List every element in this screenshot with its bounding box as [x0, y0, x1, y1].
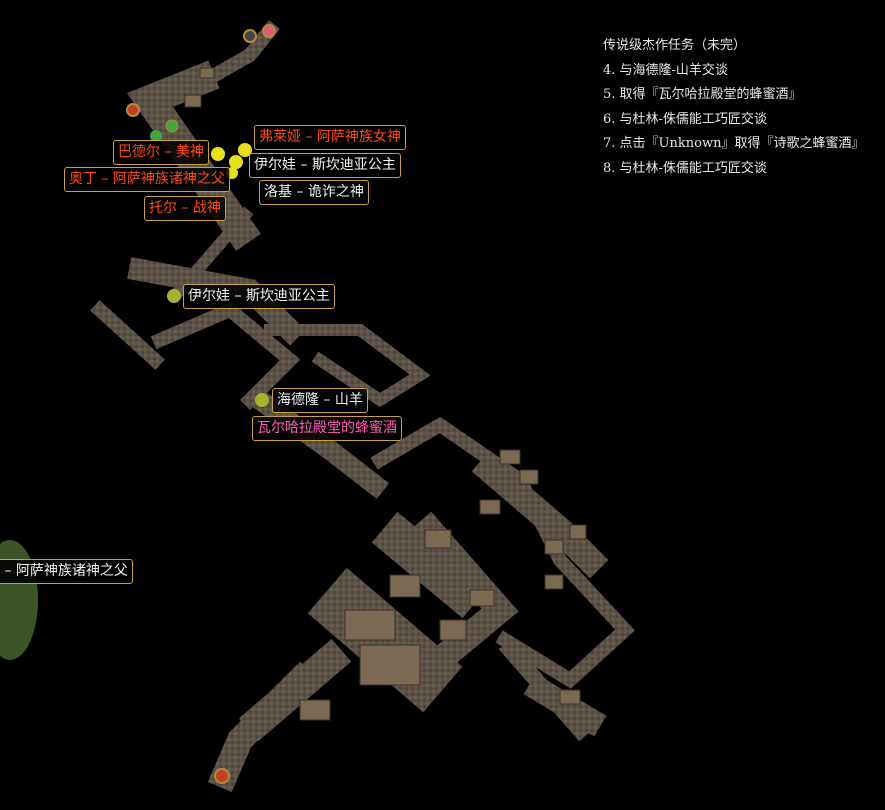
npc-label-odin[interactable]: 奥丁 – 阿萨神族诸神之父 — [64, 167, 230, 192]
quest-step: 7. 点击『Unknown』取得『诗歌之蜂蜜酒』 — [603, 136, 865, 151]
npc-label-loki[interactable]: 洛基 – 诡诈之神 — [259, 180, 369, 205]
npc-label-thor[interactable]: 托尔 – 战神 — [144, 196, 226, 221]
item-label-valhalla-mead[interactable]: 瓦尔哈拉殿堂的蜂蜜酒 — [252, 416, 402, 441]
npc-label-heidrun[interactable]: 海德隆 – 山羊 — [272, 388, 368, 413]
npc-label-freya[interactable]: 弗莱娅 – 阿萨神族女神 — [254, 125, 406, 150]
quest-step: 5. 取得『瓦尔哈拉殿堂的蜂蜜酒』 — [603, 87, 802, 102]
npc-label-iduna-top[interactable]: 伊尔娃 – 斯坎迪亚公主 — [249, 153, 401, 178]
quest-step: 4. 与海德隆-山羊交谈 — [603, 62, 728, 78]
quest-step: 6. 与杜林-侏儒能工巧匠交谈 — [603, 111, 767, 127]
npc-label-iduna-mid[interactable]: 伊尔娃 – 斯坎迪亚公主 — [183, 284, 335, 309]
map-markers — [0, 24, 276, 784]
quest-step: 8. 与杜林-侏儒能工巧匠交谈 — [603, 160, 767, 176]
quest-tracker: 传说级杰作任务（未完） 4. 与海德隆-山羊交谈 5. 取得『瓦尔哈拉殿堂的蜂蜜… — [603, 34, 864, 181]
quest-title: 传说级杰作任务（未完） — [603, 38, 747, 53]
npc-label-odin-offscreen[interactable]: 奥丁 – 阿萨神族诸神之父 — [0, 559, 133, 584]
npc-label-baldr[interactable]: 巴德尔 – 美神 — [113, 140, 209, 165]
